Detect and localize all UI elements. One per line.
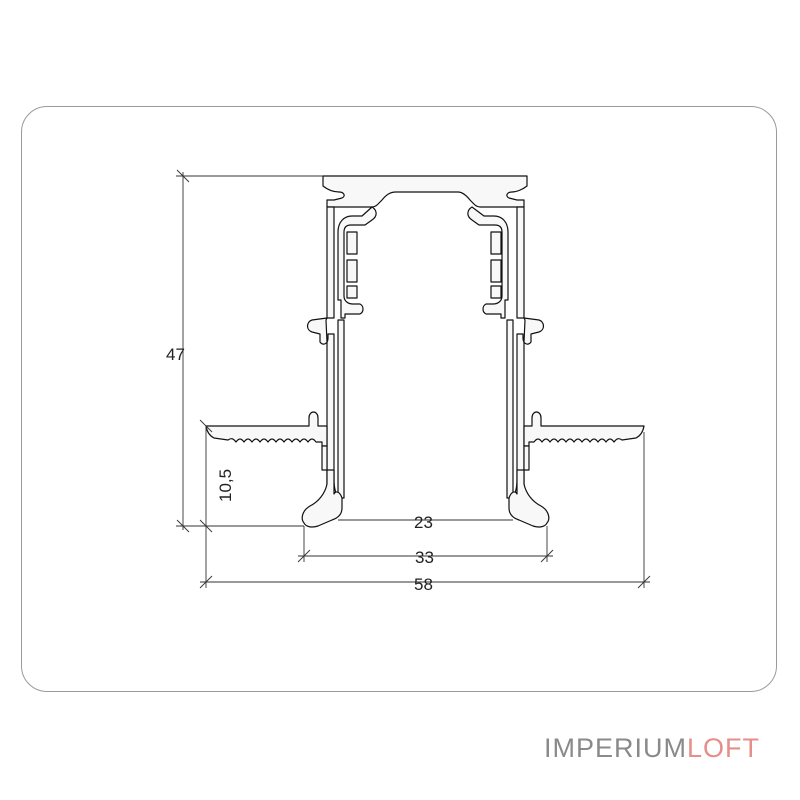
conductor-slot-right-2 [490, 259, 502, 283]
brand-logo-part1: IMPERIUM [543, 733, 687, 763]
dim-58-tick-right [637, 575, 651, 589]
profile-right-flange [523, 411, 645, 447]
profile-right-bottom-lip [508, 469, 550, 528]
conductor-slot-left-3 [346, 285, 358, 299]
conductor-slot-right-3 [490, 285, 502, 299]
profile-outline [205, 175, 645, 528]
dim-label-47: 47 [166, 345, 185, 364]
profile-top-cap [322, 175, 528, 208]
dim-33-tick-right [540, 549, 554, 563]
conductor-slot-left-2 [346, 259, 358, 283]
profile-left-flange [205, 411, 328, 447]
dim-105-tick-bottom [199, 519, 213, 533]
profile-left-inner-wall [337, 319, 345, 499]
profile-left-flange-foot [321, 445, 328, 471]
dim-105-tick-top [199, 419, 213, 433]
brand-logo: IMPERIUMLOFT [544, 733, 760, 764]
dim-label-23: 23 [414, 513, 433, 532]
dim-47-tick-top [176, 169, 190, 183]
profile-left-bottom-lip [301, 469, 343, 528]
profile-right-inner-wall [506, 319, 514, 499]
dim-label-58: 58 [414, 575, 433, 594]
dimension-lines [176, 169, 651, 589]
profile-right-wall [516, 206, 525, 319]
dim-58-tick-left [199, 575, 213, 589]
dim-47-tick-bottom [176, 519, 190, 533]
dim-label-10-5: 10,5 [216, 469, 235, 502]
profile-right-hook [467, 206, 509, 319]
brand-logo-part2: LOFT [686, 733, 760, 763]
conductor-slot-right-1 [490, 231, 502, 255]
profile-left-hook [337, 206, 377, 319]
profile-left-wall [326, 206, 335, 319]
dim-33-tick-left [297, 549, 311, 563]
profile-right-flange-foot [523, 445, 530, 471]
drawing-frame [21, 106, 777, 692]
dim-label-33: 33 [415, 548, 434, 567]
conductor-slot-left-1 [346, 231, 358, 255]
